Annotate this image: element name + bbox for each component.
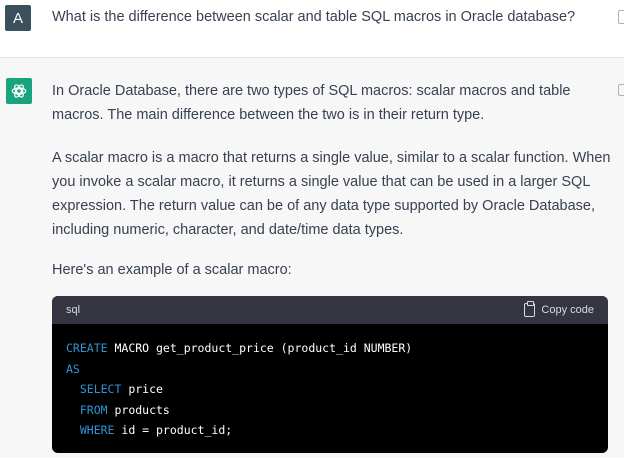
user-message-text: What is the difference between scalar an…: [52, 9, 576, 25]
copy-code-button[interactable]: Copy code: [524, 301, 594, 317]
code-keyword: WHERE: [66, 423, 115, 437]
answer-paragraph: In Oracle Database, there are two types …: [52, 83, 571, 123]
edit-icon[interactable]: [618, 10, 624, 24]
clipboard-icon: [524, 301, 536, 317]
answer-paragraph: A scalar macro is a macro that returns a…: [52, 150, 611, 238]
code-keyword: CREATE: [66, 341, 108, 355]
user-avatar-letter: A: [12, 9, 23, 27]
code-text: products: [107, 402, 170, 417]
code-keyword: SELECT: [66, 382, 122, 396]
code-text: price: [121, 382, 163, 396]
code-text: id = product_id;: [114, 423, 233, 437]
openai-logo-icon: [11, 84, 27, 98]
user-avatar: A: [5, 5, 31, 31]
code-keyword: AS: [66, 361, 80, 376]
code-keyword: FROM: [66, 402, 108, 417]
user-message-row: A What is the difference between scalar …: [0, 0, 624, 58]
code-content: CREATE MACRO get_product_price (product_…: [52, 324, 608, 453]
code-header: sql Copy code: [52, 296, 608, 324]
answer-paragraph: Here's an example of a scalar macro:: [52, 262, 292, 278]
code-language-label: sql: [66, 304, 81, 316]
thumbs-up-icon[interactable]: [618, 84, 624, 96]
copy-code-label: Copy code: [541, 304, 594, 316]
assistant-message-row: In Oracle Database, there are two types …: [0, 58, 624, 458]
assistant-avatar: [6, 78, 32, 104]
code-block: sql Copy code CREATE MACRO get_product_p…: [52, 296, 608, 453]
code-text: MACRO get_product_price (product_id NUMB…: [107, 341, 413, 355]
